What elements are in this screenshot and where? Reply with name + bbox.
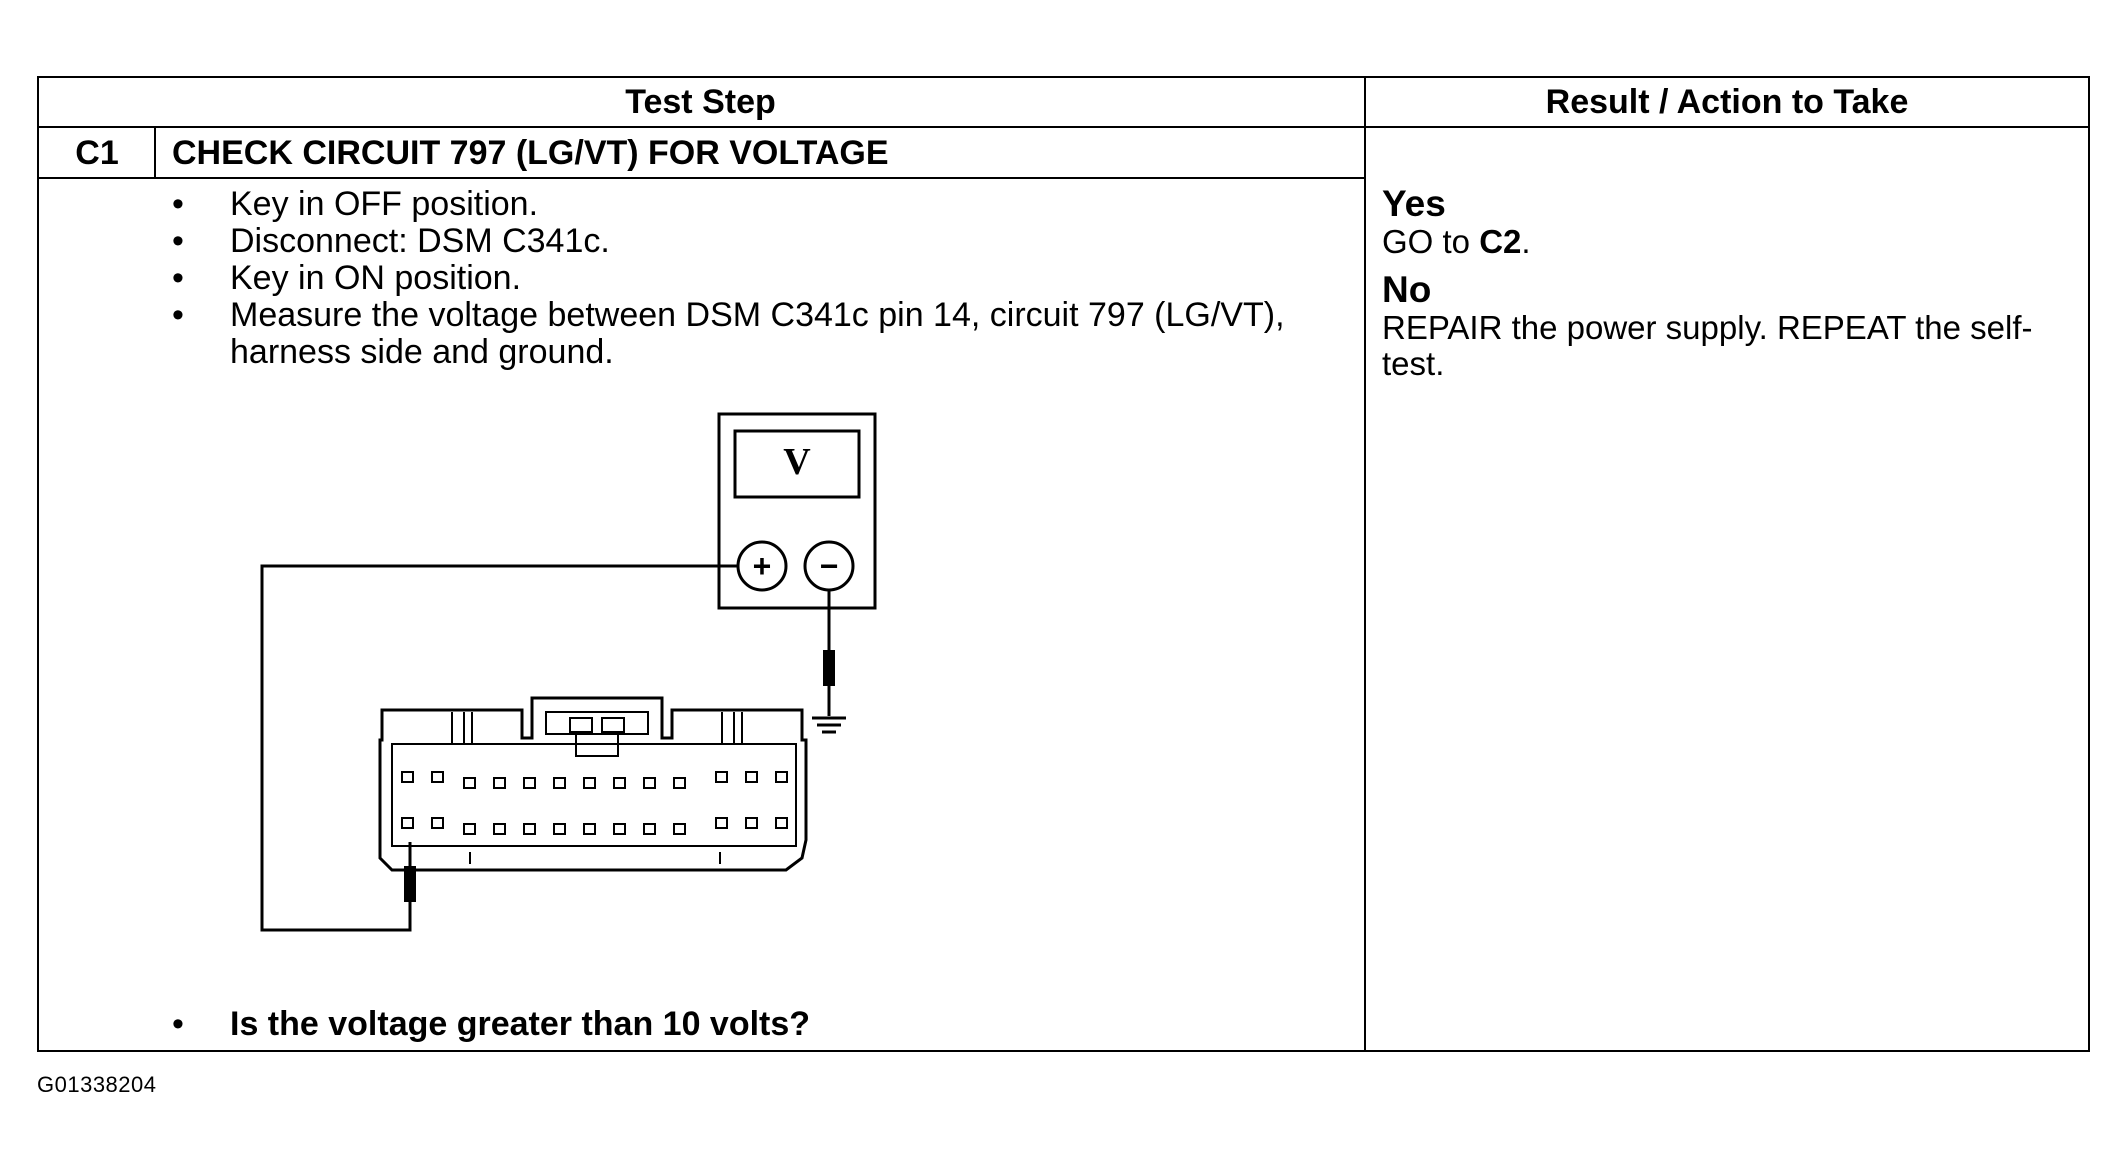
negative-probe (823, 650, 835, 686)
yes-action-target: C2 (1479, 223, 1522, 260)
positive-lead-wire (260, 564, 738, 932)
minus-symbol: − (820, 548, 839, 584)
connector-pins-bottom-row (401, 817, 788, 835)
yes-action-suffix: . (1521, 223, 1531, 260)
voltmeter-display (733, 429, 861, 499)
plus-symbol: + (753, 548, 772, 584)
test-step-table (37, 76, 2090, 1052)
header-divider (37, 126, 2090, 128)
connector-pins-top-row (401, 771, 788, 789)
list-item: Key in OFF position. (172, 186, 1332, 224)
header-result-action: Result / Action to Take (1545, 83, 1909, 121)
voltmeter-display-label: V (783, 441, 811, 483)
ground-icon (812, 716, 846, 734)
list-item: Measure the voltage between DSM C341c pi… (172, 297, 1332, 371)
yes-action: GO to C2. (1382, 224, 2072, 260)
yes-action-prefix: GO to (1382, 223, 1480, 260)
header-test-step: Test Step (625, 83, 776, 121)
column-divider (1364, 76, 1366, 1052)
list-item: Disconnect: DSM C341c. (172, 223, 1332, 261)
list-item: Key in ON position. (172, 260, 1332, 298)
step-id-divider (154, 126, 156, 178)
test-question: Is the voltage greater than 10 volts? (172, 1004, 810, 1044)
connector-c341c (378, 696, 808, 872)
step-title: CHECK CIRCUIT 797 (LG/VT) FOR VOLTAGE (172, 134, 889, 172)
no-label: No (1382, 269, 1432, 310)
result-actions: Yes GO to C2. No REPAIR the power supply… (1382, 184, 2072, 392)
step-id: C1 (75, 134, 119, 172)
positive-probe (404, 866, 416, 902)
no-action: REPAIR the power supply. REPEAT the self… (1382, 309, 2033, 382)
procedure-list: Key in OFF position. Disconnect: DSM C34… (172, 186, 1332, 371)
title-divider (37, 177, 1366, 179)
yes-label: Yes (1382, 183, 1446, 224)
figure-id: G01338204 (37, 1072, 157, 1097)
